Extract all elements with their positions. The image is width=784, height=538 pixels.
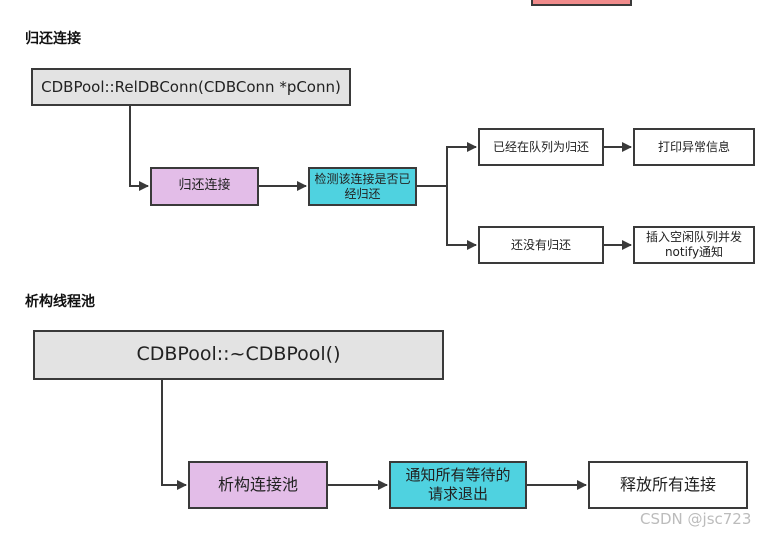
return-connection-box: 归还连接 [150,167,259,206]
method-destructor-box: CDBPool::~CDBPool() [33,330,444,380]
notify-waiting-box: 通知所有等待的请求退出 [389,461,527,509]
destroy-pool-box: 析构连接池 [188,461,328,509]
line-method2-to-step [161,380,187,490]
line-method-to-step [129,106,149,191]
check-returned-box: 检测该连接是否已经归还 [308,167,417,206]
release-connections-box: 释放所有连接 [588,461,748,509]
watermark: CSDN @jsc723 [640,510,752,528]
print-error-box: 打印异常信息 [633,128,755,166]
section-heading-return-connection: 归还连接 [25,31,81,47]
line-check-to-no [446,186,477,250]
already-in-queue-box: 已经在队列为归还 [478,128,604,166]
method-reldbconn-box: CDBPool::RelDBConn(CDBConn *pConn) [31,68,351,106]
section-heading-destroy-pool: 析构线程池 [25,294,95,310]
insert-idle-queue-box: 插入空闲队列并发notify通知 [633,226,755,264]
line-check-to-yes [417,142,477,187]
partial-box-top [531,0,632,6]
not-returned-box: 还没有归还 [478,226,604,264]
